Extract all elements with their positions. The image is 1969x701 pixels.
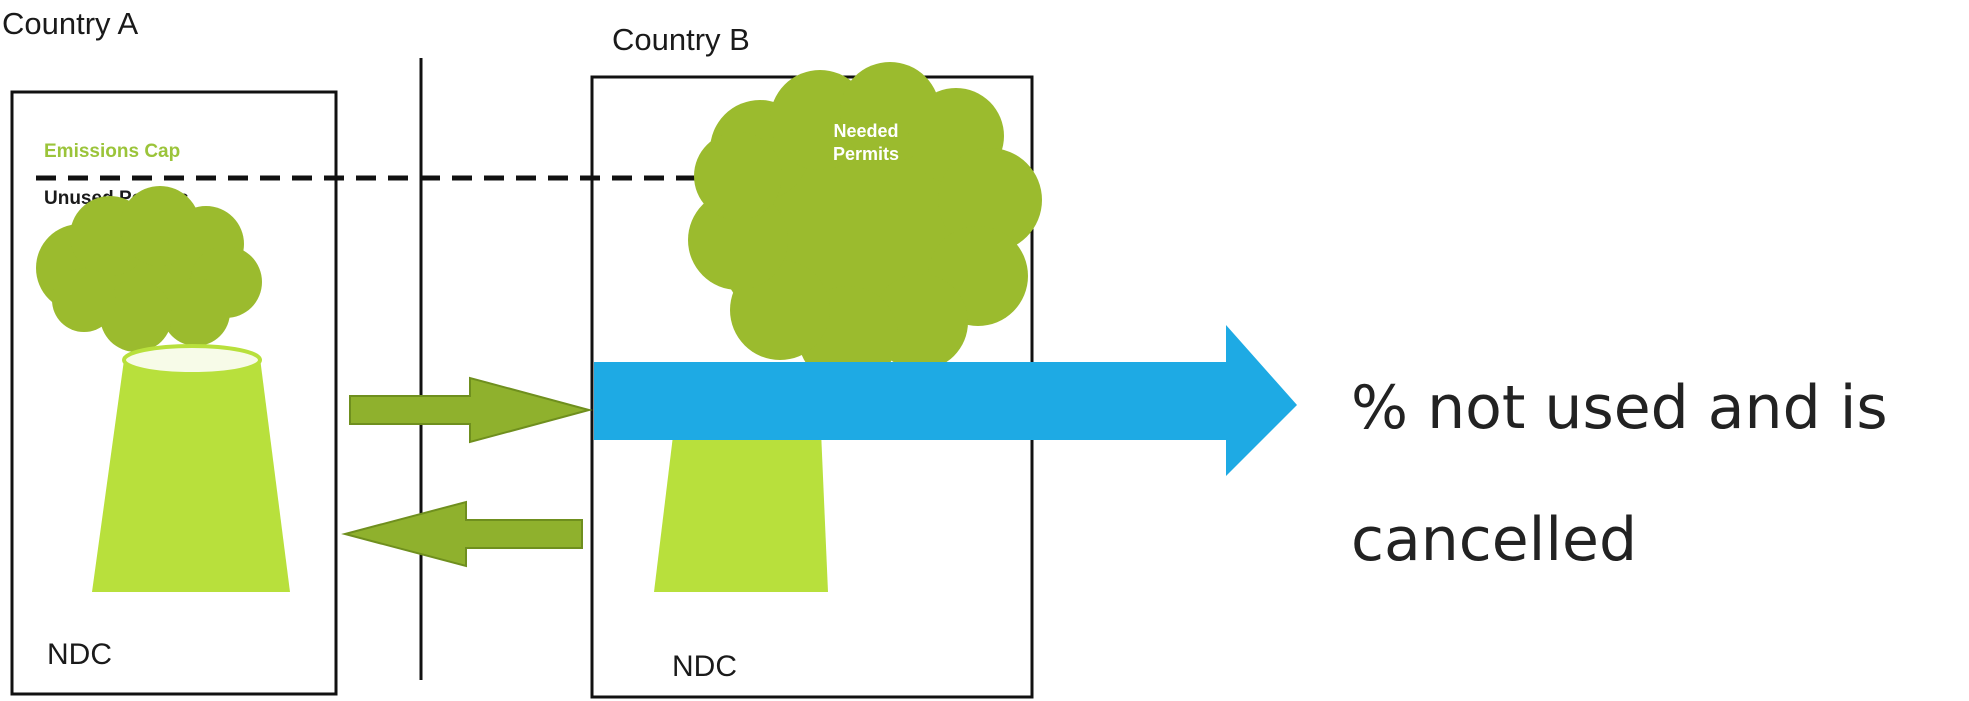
permit-transfer-arrow-left xyxy=(341,500,583,568)
country-b-needed-permits-cloud xyxy=(688,62,1042,386)
caption-line-1: % not used and is xyxy=(1351,373,1888,443)
country-a-box xyxy=(10,90,338,696)
country-a-label: Country A xyxy=(2,6,138,41)
country-a-cooling-tower xyxy=(92,358,290,592)
needed-permits-label-line1: Needed xyxy=(833,121,898,141)
country-b-ndc-label: NDC xyxy=(672,650,737,683)
country-a-emission-cloud xyxy=(36,186,262,352)
country-a-ndc-label: NDC xyxy=(47,638,112,671)
caption-line-2: cancelled xyxy=(1351,505,1637,575)
needed-permits-label-line2: Permits xyxy=(833,144,899,164)
cancellation-arrow xyxy=(594,325,1297,476)
permit-transfer-arrow-right xyxy=(349,376,593,444)
country-a-tower-rim xyxy=(122,344,262,376)
country-b-label: Country B xyxy=(612,22,750,57)
emissions-cap-label: Emissions Cap xyxy=(44,141,180,162)
